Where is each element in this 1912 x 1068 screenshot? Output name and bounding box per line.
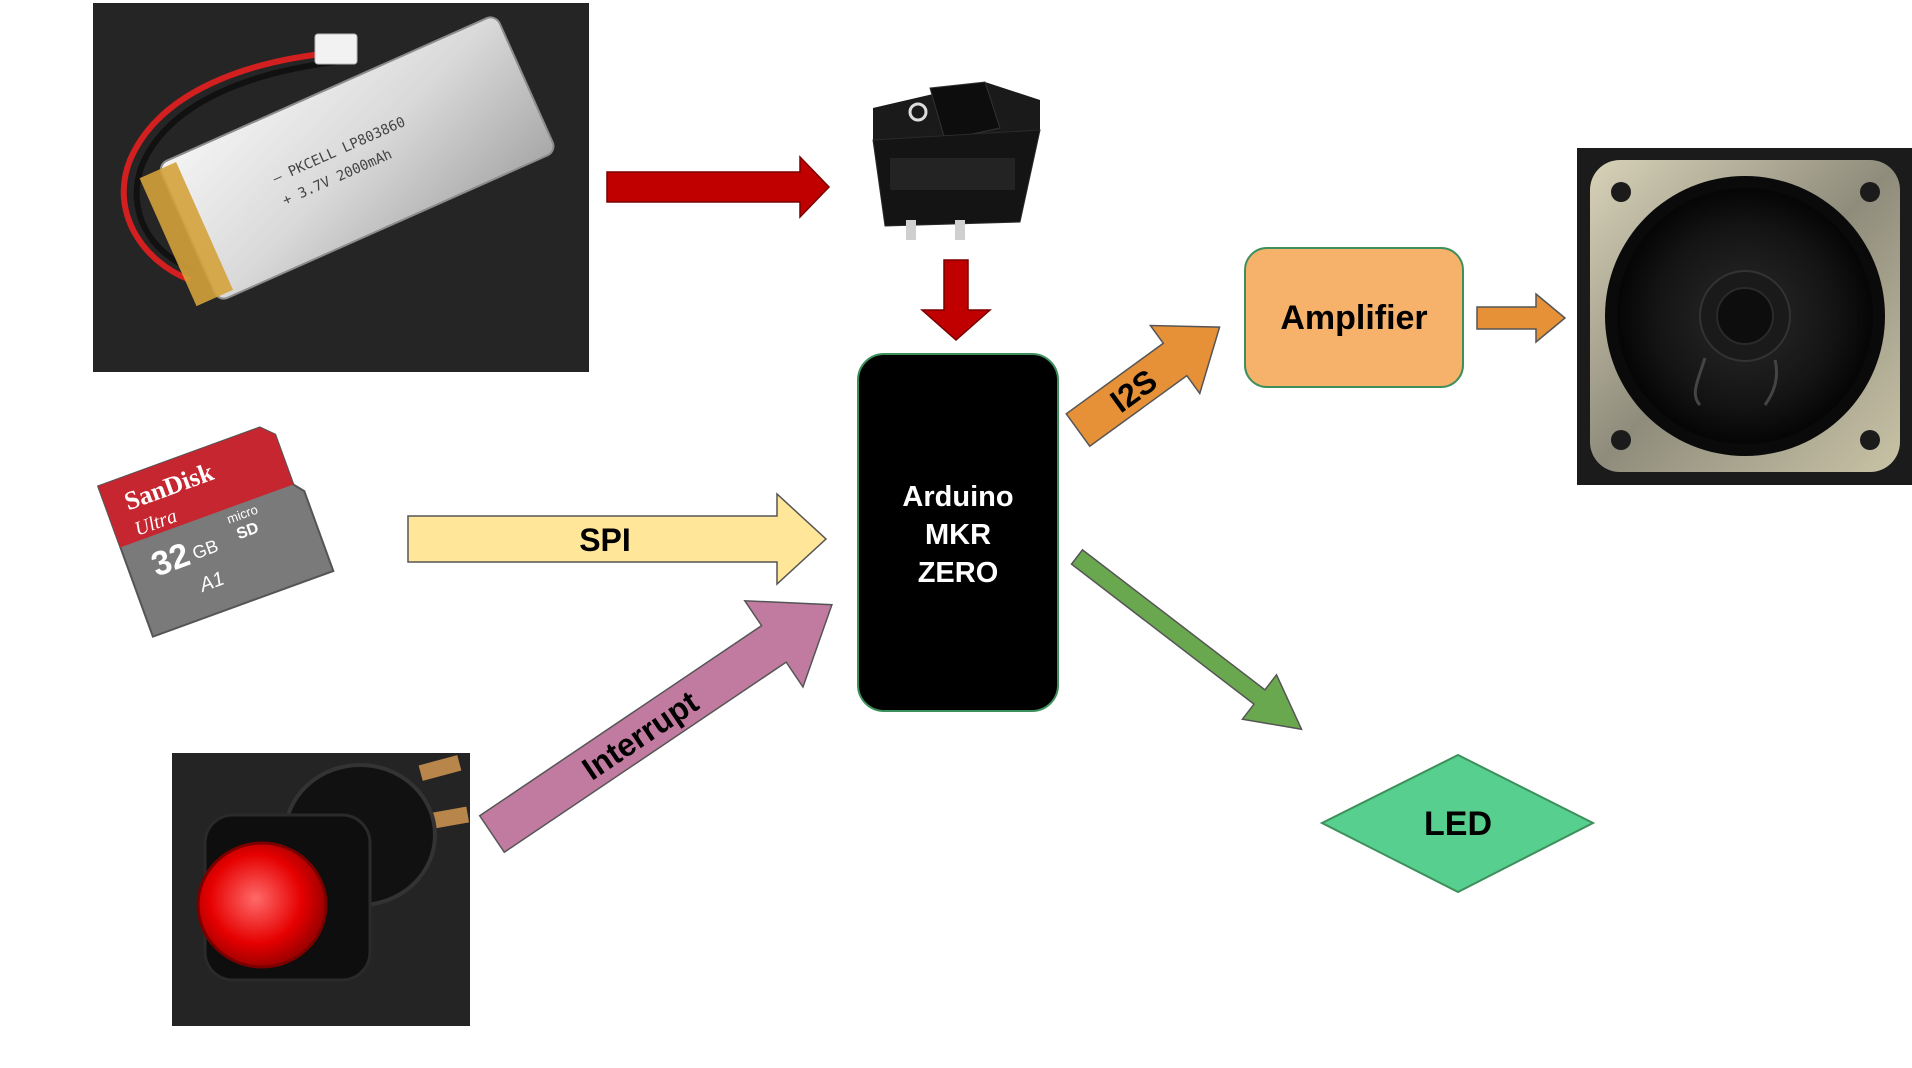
red-button-cap-icon — [198, 843, 326, 967]
sd-card-image: SanDisk Ultra 32 GB micro SD A1 — [96, 426, 335, 638]
amplifier-to-speaker-arrow — [1476, 292, 1567, 344]
battery-to-switch-arrow — [606, 155, 831, 219]
battery-image: – PKCELL LP803860 + 3.7V 2000mAh — [93, 3, 589, 372]
i2s-arrow: I2S — [1065, 324, 1221, 448]
led-label: LED — [1424, 805, 1492, 843]
switch-off-icon — [908, 102, 928, 122]
amplifier-label: Amplifier — [1280, 299, 1427, 337]
speaker-image — [1577, 148, 1912, 485]
battery-cell: – PKCELL LP803860 + 3.7V 2000mAh — [139, 16, 555, 307]
power-switch-image — [872, 81, 1041, 240]
switch-to-arduino-arrow — [920, 259, 992, 342]
interrupt-label: Interrupt — [576, 683, 705, 787]
led-block: LED — [1319, 753, 1596, 894]
arduino-label-line3: ZERO — [918, 557, 999, 589]
sd-format2: SD — [234, 520, 261, 544]
arduino-label-line2: MKR — [925, 519, 991, 551]
arduino-label-line1: Arduino — [902, 481, 1013, 513]
interrupt-arrow: Interrupt — [478, 599, 833, 854]
speaker-dustcap-icon — [1716, 287, 1774, 345]
arduino-mkr-zero-block: Arduino MKR ZERO — [857, 353, 1059, 712]
amplifier-block: Amplifier — [1244, 247, 1464, 388]
push-button-image — [172, 753, 470, 1026]
arduino-to-led-arrow — [1070, 548, 1303, 731]
spi-arrow: SPI — [407, 492, 828, 586]
spi-label: SPI — [579, 522, 631, 558]
